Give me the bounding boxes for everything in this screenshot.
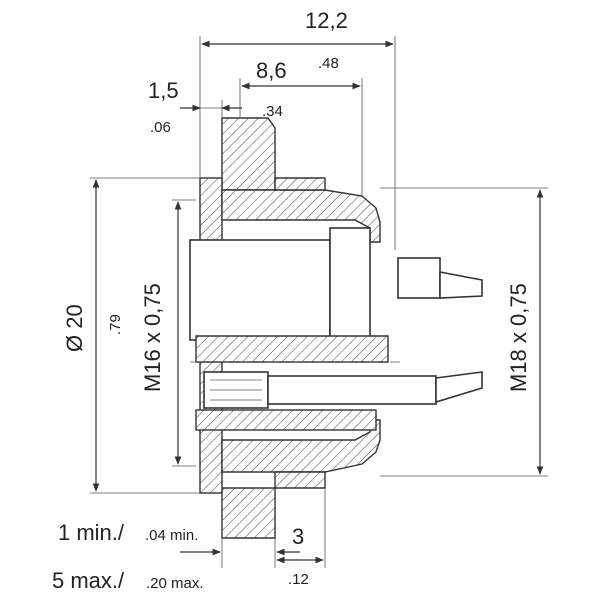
solder-tab-lower [435,371,483,404]
contact-carrier [195,335,389,363]
label-panel-max-inch: .20 max. [146,575,204,592]
label-flange-inch: .06 [150,119,171,136]
label-pin-length-inch: .12 [288,571,309,588]
solder-tab-upper [439,271,483,299]
contact-pin [267,375,437,405]
label-flange: 1,5 [148,78,179,103]
label-overall-length: 12,2 [305,8,348,33]
insert [189,239,331,341]
label-mid-length-inch: .34 [262,103,283,120]
contact-carrier-low [195,409,377,431]
dimension-lines [90,36,548,568]
label-inner-thread: M16 x 0,75 [140,283,165,392]
connector-body [189,117,483,539]
label-outer-diameter-inch: .79 [107,314,124,335]
label-panel-min: 1 min./ [58,520,125,545]
label-overall-length-inch: .48 [318,55,339,72]
insert-rear [329,227,371,339]
panel-top [221,117,276,191]
nut-upper [274,177,326,191]
nut-lower [274,471,326,489]
label-pin-length: 3 [292,524,304,549]
label-panel-min-inch: .04 min. [145,527,198,544]
label-panel-max: 5 max./ [52,568,125,593]
housing-upper [221,189,381,243]
label-mid-length: 8,6 [256,58,287,83]
panel-bottom [221,487,276,539]
solder-terminal-upper [397,257,441,299]
dimension-labels: 12,2 .48 8,6 .34 1,5 .06 Ø 20 .79 M16 x … [52,8,531,593]
label-outer-diameter: Ø 20 [62,304,87,352]
label-outer-thread: M18 x 0,75 [506,283,531,392]
